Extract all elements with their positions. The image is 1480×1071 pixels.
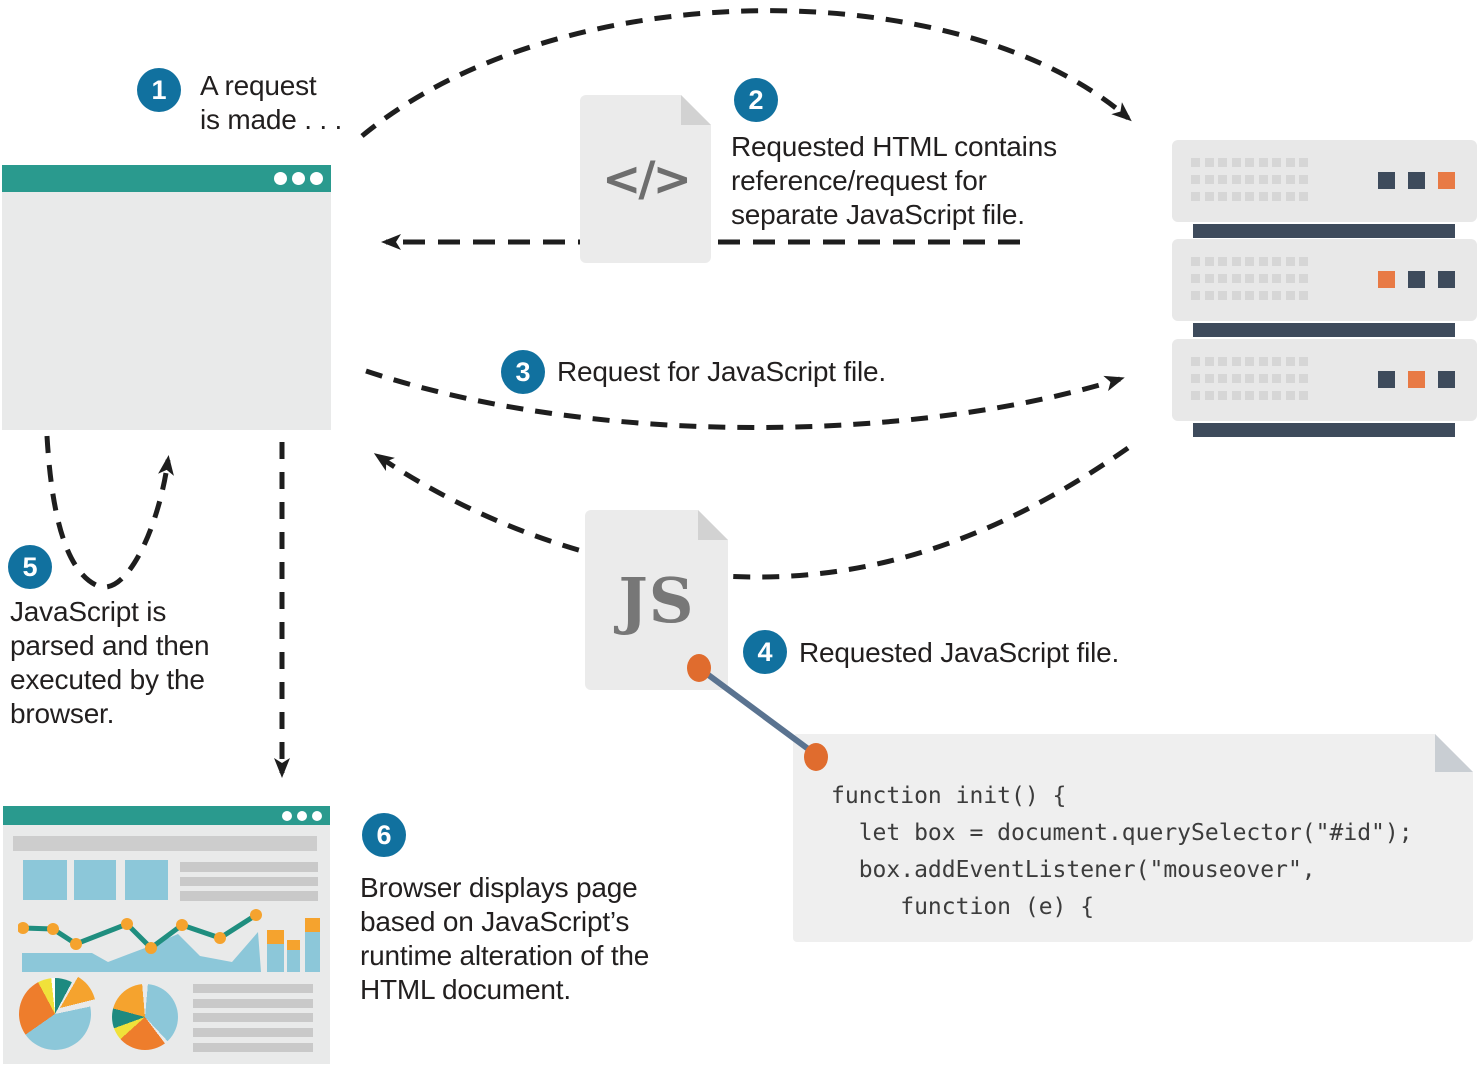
- server-rack-bar: [1193, 423, 1455, 437]
- js-file-icon: JS: [585, 510, 728, 690]
- server-led-lights: [1378, 371, 1455, 388]
- rendered-page-window: [3, 806, 330, 1064]
- dashboard-header-bar: [13, 836, 317, 851]
- dashboard-text-line: [180, 891, 318, 901]
- step-1-badge: 1: [137, 68, 181, 112]
- code-brackets-icon: </>: [602, 151, 689, 207]
- js-glyph: JS: [618, 563, 695, 637]
- page-fold-icon: [698, 510, 728, 540]
- dashboard-tile: [74, 860, 116, 900]
- server-rack-bar: [1193, 323, 1455, 337]
- dashboard-tile: [23, 860, 67, 900]
- step-4-label: Requested JavaScript file.: [799, 637, 1120, 668]
- page-fold-icon: [1435, 734, 1473, 772]
- server-led-lights: [1378, 172, 1455, 189]
- step-6-badge: 6: [362, 813, 406, 857]
- dashboard-text-line: [180, 877, 318, 886]
- arrow-parse-loop: [44, 435, 174, 590]
- dashboard-tile: [125, 860, 168, 900]
- step-2-label: Requested HTML contains reference/reques…: [731, 131, 1057, 230]
- area-series: [22, 932, 261, 972]
- dashboard-pie-chart: [112, 984, 178, 1050]
- server-led-lights: [1378, 271, 1455, 288]
- server-vent-grid: [1191, 158, 1308, 201]
- browser-titlebar: [2, 165, 331, 192]
- step-5-badge: 5: [8, 545, 52, 589]
- server-rack-bar: [1193, 224, 1455, 238]
- server-unit: [1172, 339, 1477, 421]
- pie-exploded-slice: [24, 972, 96, 1044]
- step-4-badge: 4: [743, 630, 787, 674]
- dashboard-line-chart: [18, 909, 320, 972]
- step-2-badge: 2: [734, 78, 778, 122]
- window-buttons-icon: [277, 810, 322, 821]
- dashboard-text-line: [180, 862, 318, 872]
- data-points: [18, 909, 262, 954]
- server-vent-grid: [1191, 357, 1308, 400]
- arrow-js-response: [373, 445, 1130, 580]
- step-6-label: Browser displays page based on JavaScrip…: [360, 872, 650, 1005]
- html-file-icon: </>: [580, 95, 711, 263]
- code-snippet: function init() { let box = document.que…: [793, 734, 1473, 942]
- step-1-label: A request is made . . .: [200, 70, 343, 135]
- browser-window: [2, 165, 331, 430]
- server-unit: [1172, 140, 1477, 222]
- step-3-badge: 3: [501, 350, 545, 394]
- page-fold-icon: [681, 95, 711, 125]
- server-vent-grid: [1191, 257, 1308, 300]
- step-3-label: Request for JavaScript file.: [557, 356, 886, 387]
- server-unit: [1172, 239, 1477, 321]
- code-text: function init() { let box = document.que…: [831, 783, 1413, 957]
- mini-bar-chart: [267, 918, 320, 972]
- step-5-label: JavaScript is parsed and then executed b…: [10, 596, 210, 729]
- server-stack-icon: [1172, 140, 1480, 441]
- browser-titlebar: [3, 806, 330, 825]
- window-buttons-icon: [269, 172, 323, 185]
